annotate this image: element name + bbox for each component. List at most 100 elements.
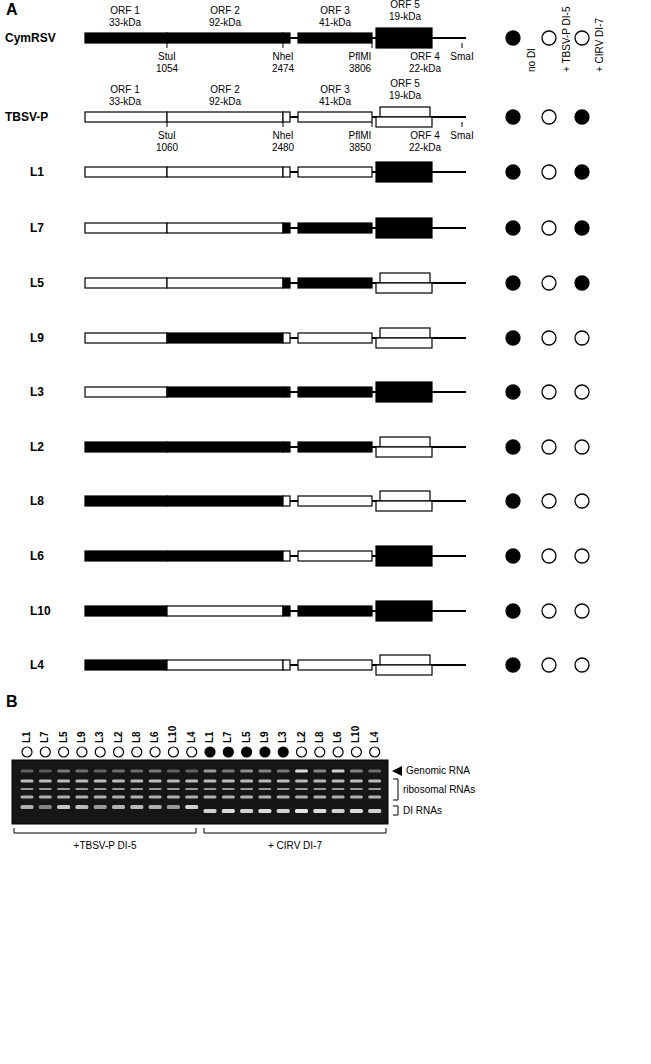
gel-band <box>350 796 363 799</box>
gel-band <box>75 770 88 773</box>
lane-label: L2 <box>114 731 124 743</box>
protein-size: 41-kDa <box>319 97 351 107</box>
orf-bar <box>167 278 283 288</box>
lane-label: L7 <box>40 731 50 743</box>
construct-name: L6 <box>30 550 44 562</box>
orf-name: ORF 5 <box>390 79 419 89</box>
orf-name: ORF 2 <box>210 6 239 16</box>
gel-band <box>222 770 235 773</box>
site-name: StuI <box>158 52 176 62</box>
gel-band <box>112 770 125 773</box>
result-dot <box>506 276 520 290</box>
lane-label: L5 <box>242 731 252 743</box>
orf-bar <box>167 333 283 343</box>
site-tick <box>372 43 373 48</box>
orf-name: ORF 2 <box>210 85 239 95</box>
band-label: ribosomal RNAs <box>403 785 475 795</box>
lane-label: L6 <box>333 731 343 743</box>
gel-band <box>185 788 198 790</box>
orf-bar <box>85 606 167 616</box>
construct-name: L3 <box>30 386 44 398</box>
gel-band <box>94 780 107 783</box>
gel-band <box>222 788 235 790</box>
construct-name: L7 <box>30 222 44 234</box>
orf-bar <box>298 33 372 43</box>
result-dot <box>297 747 307 757</box>
gel-band <box>258 780 271 783</box>
band-label: Genomic RNA <box>406 766 470 776</box>
orf45-box <box>376 162 432 182</box>
gel-band <box>313 770 326 773</box>
result-dot <box>542 276 556 290</box>
result-dot <box>506 385 520 399</box>
result-dot <box>40 747 50 757</box>
site-tick <box>462 43 463 48</box>
site-name: NheI <box>272 131 293 141</box>
result-dot <box>575 331 589 345</box>
gel-band <box>332 809 345 813</box>
gel-band <box>204 788 217 790</box>
genome-map <box>85 655 589 675</box>
protein-size: 41-kDa <box>319 18 351 28</box>
column-header: no DI <box>527 48 537 72</box>
orf5-box <box>380 273 430 283</box>
result-dot <box>95 747 105 757</box>
orf-bar <box>85 496 167 506</box>
result-dot <box>575 658 589 672</box>
gel-band <box>258 788 271 790</box>
gel-band <box>240 780 253 783</box>
gel-band <box>167 805 180 809</box>
site-position: 2480 <box>272 143 294 153</box>
site-tick <box>167 122 168 127</box>
orf-name: ORF 1 <box>110 85 139 95</box>
lane-label: L2 <box>297 731 307 743</box>
orf-bar <box>283 551 290 561</box>
gel-band <box>21 805 34 809</box>
gel-band <box>57 796 70 799</box>
gel-band <box>368 809 381 813</box>
gel-band <box>332 770 345 773</box>
result-dot <box>575 31 589 45</box>
site-name: SmaI <box>450 52 473 62</box>
gel-band <box>258 796 271 799</box>
orf-name: ORF 3 <box>320 85 349 95</box>
orf-bar <box>283 278 290 288</box>
gel-band <box>295 796 308 799</box>
construct-name: L5 <box>30 277 44 289</box>
orf-name: ORF 5 <box>390 0 419 10</box>
gel-band <box>350 770 363 773</box>
site-position: 3850 <box>349 143 371 153</box>
result-dot <box>575 604 589 618</box>
orf-name: ORF 3 <box>320 6 349 16</box>
gel-band <box>185 805 198 809</box>
protein-size: 19-kDa <box>389 12 421 22</box>
orf4-box <box>376 665 432 675</box>
site-position: 3806 <box>349 64 371 74</box>
genome-map <box>85 491 589 511</box>
construct-name: L8 <box>30 495 44 507</box>
gel-band <box>368 788 381 790</box>
orf5-box <box>380 655 430 665</box>
result-dot <box>575 221 589 235</box>
lane-label: L1 <box>205 731 215 743</box>
genome-map <box>85 601 589 621</box>
result-dot <box>542 165 556 179</box>
result-dot <box>542 604 556 618</box>
orf-bar <box>298 496 372 506</box>
gel-band <box>204 796 217 799</box>
orf-bar <box>167 660 283 670</box>
result-dot <box>506 549 520 563</box>
gel-band <box>277 770 290 773</box>
genome-map <box>85 107 589 127</box>
site-tick <box>283 122 284 127</box>
orf4-box <box>376 283 432 293</box>
gel-band <box>39 788 52 790</box>
gel-band <box>204 780 217 783</box>
lane-label: L9 <box>77 731 87 743</box>
result-dot <box>575 494 589 508</box>
protein-size: 22-kDa <box>409 143 441 153</box>
orf-bar <box>283 606 290 616</box>
orf45-box <box>376 382 432 402</box>
group-label: +TBSV-P DI-5 <box>74 841 137 851</box>
